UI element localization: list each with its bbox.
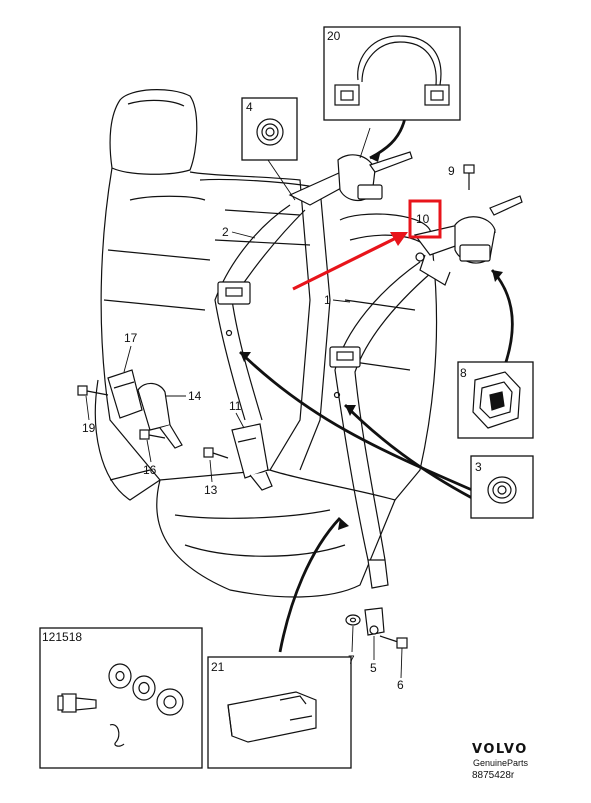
arrow-3a bbox=[239, 350, 473, 492]
cover-21 bbox=[227, 691, 317, 743]
highlight-box-10 bbox=[408, 199, 442, 239]
buckle-14 bbox=[137, 382, 183, 449]
inset-box-3 bbox=[470, 455, 534, 519]
brand-subtitle: GenuineParts bbox=[473, 758, 529, 768]
washer-7 bbox=[345, 614, 361, 626]
callout-14: 14 bbox=[188, 389, 202, 403]
callout-1: 1 bbox=[324, 293, 331, 307]
callout-5: 5 bbox=[370, 661, 377, 675]
brand-block: VOLVO GenuineParts 8875428r bbox=[472, 742, 529, 781]
buckle-17 bbox=[107, 369, 143, 419]
hardware-kit bbox=[57, 663, 184, 747]
leader-lines bbox=[85, 127, 470, 679]
callout-2: 2 bbox=[222, 225, 229, 239]
arrow-121518 bbox=[278, 517, 342, 653]
volvo-logo: VOLVO bbox=[472, 742, 528, 757]
callout-19: 19 bbox=[82, 421, 96, 435]
inset-box-4 bbox=[241, 97, 298, 161]
inset-box-20 bbox=[323, 26, 461, 121]
trim-cover-8 bbox=[472, 371, 521, 429]
callout-17: 17 bbox=[124, 331, 138, 345]
arrow-3b bbox=[344, 404, 473, 500]
seat-belt-2 bbox=[214, 204, 306, 421]
arrow-heads bbox=[240, 150, 503, 530]
callout-10: 10 bbox=[416, 212, 430, 226]
callout-7: 7 bbox=[348, 653, 355, 667]
callout-9: 9 bbox=[448, 164, 455, 178]
callout-13: 13 bbox=[204, 483, 218, 497]
seat-belt-1 bbox=[329, 261, 433, 589]
callout-20: 20 bbox=[327, 29, 341, 43]
cable-harness bbox=[334, 35, 450, 106]
callout-labels: 1 2 3 4 5 6 7 8 9 10 11 13 14 16 17 19 2… bbox=[42, 29, 482, 692]
callout-16: 16 bbox=[143, 463, 157, 477]
callout-6: 6 bbox=[397, 678, 404, 692]
inset-box-21 bbox=[207, 656, 352, 769]
callout-11: 11 bbox=[229, 399, 242, 413]
buckle-11 bbox=[231, 423, 273, 491]
arrow-8 bbox=[490, 269, 514, 366]
inset-box-8 bbox=[457, 361, 534, 439]
part-number: 8875428r bbox=[472, 770, 515, 781]
bolt-6 bbox=[379, 635, 408, 649]
screw-13 bbox=[203, 447, 229, 459]
callout-3: 3 bbox=[475, 460, 482, 474]
screw-19 bbox=[77, 385, 109, 396]
retractor-upper-center bbox=[288, 151, 413, 206]
grommet-3 bbox=[487, 476, 517, 504]
anchor-plate-5 bbox=[364, 607, 385, 636]
screw-16 bbox=[139, 429, 166, 440]
highlight-arrow bbox=[292, 232, 408, 291]
callout-4: 4 bbox=[246, 100, 253, 114]
grommet-4 bbox=[256, 118, 284, 146]
inset-box-121518 bbox=[39, 627, 203, 769]
callout-121518: 121518 bbox=[42, 630, 82, 644]
retractor-upper-right bbox=[413, 195, 523, 286]
rear-seat-outline bbox=[94, 89, 438, 598]
callout-8: 8 bbox=[460, 366, 467, 380]
callout-21: 21 bbox=[211, 660, 225, 674]
